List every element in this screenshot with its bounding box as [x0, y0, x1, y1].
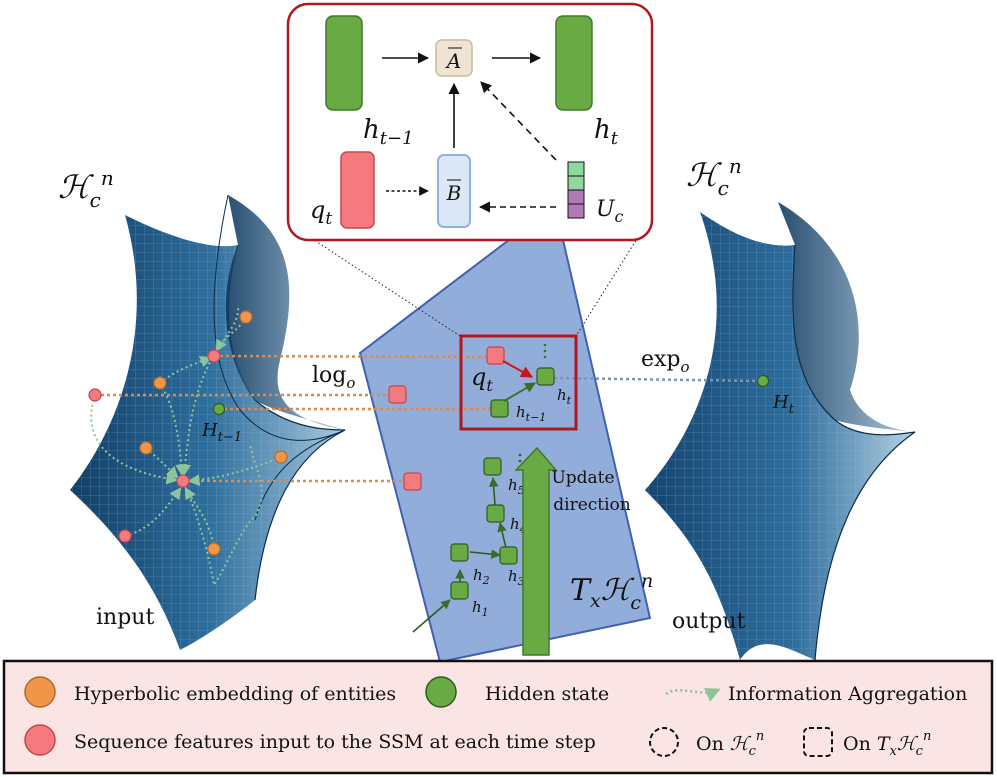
svg-text:A: A — [445, 49, 461, 73]
h5-square — [483, 457, 502, 476]
ssm-u-label: Uc — [596, 197, 624, 226]
legend-green-text: Hidden state — [485, 683, 609, 705]
ssm-h-t-block — [555, 15, 593, 111]
exp-label: expo — [641, 347, 690, 376]
ssm-h-prev-block — [325, 15, 363, 111]
legend-on-t-text: On Txℋcn — [843, 729, 931, 759]
h1-square — [450, 581, 469, 600]
entity-node — [139, 441, 153, 455]
update-direction-line1: Update — [551, 468, 614, 488]
input-label: input — [96, 605, 154, 630]
left-orange-nodes — [139, 310, 288, 556]
legend-dashed-circle — [649, 727, 679, 757]
tangent-h-t-square — [536, 367, 555, 386]
tangent-h-t-minus-1-label: ht−1 — [516, 403, 546, 424]
legend-red-text: Sequence features input to the SSM at ea… — [74, 731, 596, 753]
hidden-state-trajectory — [412, 453, 522, 633]
ssm-b-bar-label: B — [446, 179, 462, 205]
log-map-lines — [95, 354, 492, 483]
sequence-node — [118, 529, 132, 543]
output-label: output — [672, 609, 746, 634]
h3-label: h3 — [508, 567, 525, 588]
hidden-state-node-left — [212, 402, 226, 416]
legend-orange-text: Hyperbolic embedding of entities — [74, 683, 396, 705]
ssm-detail-box — [286, 2, 654, 242]
tangent-h-t-label: ht — [557, 386, 572, 407]
tangent-q-label: qt — [471, 363, 493, 395]
legend-aggregation-arrow — [665, 688, 721, 702]
ssm-h-prev-label: ht−1 — [363, 115, 414, 149]
h2-square — [450, 543, 469, 562]
entity-node — [274, 450, 288, 464]
zoom-link-right — [575, 233, 641, 337]
tangent-plane — [358, 203, 652, 664]
h5-label: h5 — [508, 476, 525, 497]
arrow-u-to-a — [480, 81, 557, 161]
left-hyperbolic-surface — [70, 194, 346, 650]
left-space-label: ℋcn — [58, 166, 114, 212]
ssm-q-label: qt — [310, 196, 332, 229]
legend-green-circle — [425, 676, 457, 708]
sequence-node — [207, 349, 221, 363]
tangent-red-square — [388, 385, 407, 404]
exp-map-line — [553, 376, 761, 383]
legend-on-h-text: On ℋcn — [696, 729, 764, 759]
legend-arrow-text: Information Aggregation — [728, 683, 967, 705]
h4-square — [486, 504, 505, 523]
legend-orange-circle — [24, 676, 56, 708]
h1-label: h1 — [472, 598, 489, 619]
entity-node — [153, 376, 167, 390]
ssm-a-bar-block — [435, 39, 473, 77]
update-direction-line2: direction — [553, 495, 631, 515]
left-red-nodes — [88, 349, 221, 543]
update-direction-arrow — [514, 446, 558, 656]
sequence-node — [88, 388, 102, 402]
tangent-h-t-minus-1-square — [490, 399, 509, 418]
legend-dashed-square — [803, 727, 833, 757]
h-prev-to-h-t-arrow — [503, 382, 536, 402]
entity-node — [207, 542, 221, 556]
q-to-h-t-arrow — [502, 360, 534, 378]
entity-node — [239, 310, 253, 324]
tangent-red-square — [403, 472, 422, 491]
right-space-label: ℋcn — [686, 154, 742, 200]
H-t-minus-1-label: Ht−1 — [201, 420, 242, 445]
zoom-link-left — [304, 233, 461, 337]
right-hyperbolic-surface — [645, 202, 916, 661]
h2-label: h2 — [473, 566, 490, 587]
legend-red-circle — [24, 724, 56, 756]
ssm-b-bar-block — [437, 154, 471, 228]
ssm-h-t-label: ht — [594, 115, 619, 149]
H-t-label: Ht — [772, 392, 795, 417]
hidden-state-node-right — [756, 374, 770, 388]
tangent-zoom-box — [459, 334, 578, 431]
legend — [2, 659, 994, 775]
sequence-node — [176, 474, 190, 488]
tangent-space-label: Txℋcn — [570, 570, 653, 614]
svg-text:B: B — [446, 181, 462, 205]
ssm-u-vector — [567, 161, 585, 219]
h-t-continuation-dots — [543, 343, 547, 359]
ssm-a-bar-label: A — [445, 47, 462, 73]
log-label: logo — [312, 363, 355, 392]
tangent-q-square — [486, 346, 505, 365]
ssm-q-block — [340, 151, 375, 229]
h3-square — [499, 546, 518, 565]
